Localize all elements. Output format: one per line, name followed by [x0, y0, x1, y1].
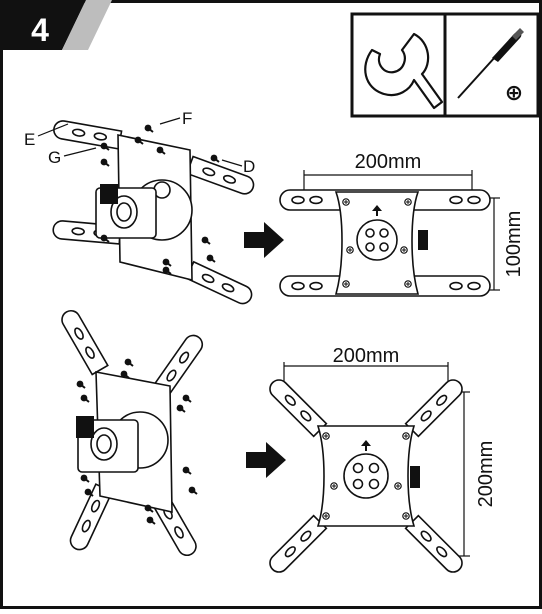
bottom-width-label: 200mm — [333, 345, 400, 367]
part-label-d: D — [243, 157, 255, 176]
phillips-symbol: ⊕ — [505, 80, 523, 105]
part-label-g: G — [48, 148, 61, 167]
top-adapter-diagram: 200mm 100mm — [279, 151, 525, 297]
bottom-assembly-diagram — [57, 306, 207, 560]
right-arrow-icon — [244, 222, 284, 258]
part-label-f: F — [182, 109, 192, 128]
top-width-label: 200mm — [355, 151, 422, 173]
top-height-label: 100mm — [503, 211, 525, 278]
top-assembly-diagram: E G F D — [24, 109, 257, 308]
wrench-icon — [364, 32, 444, 110]
bottom-adapter-diagram: 200mm 200mm — [265, 345, 497, 577]
step-number: 4 — [31, 12, 49, 48]
part-label-e: E — [24, 130, 35, 149]
step-header: 4 — [0, 0, 112, 50]
tool-box: ⊕ — [350, 12, 540, 118]
phillips-screwdriver-icon: ⊕ — [457, 28, 524, 105]
right-arrow-icon-2 — [246, 442, 286, 478]
bottom-height-label: 200mm — [475, 441, 497, 508]
